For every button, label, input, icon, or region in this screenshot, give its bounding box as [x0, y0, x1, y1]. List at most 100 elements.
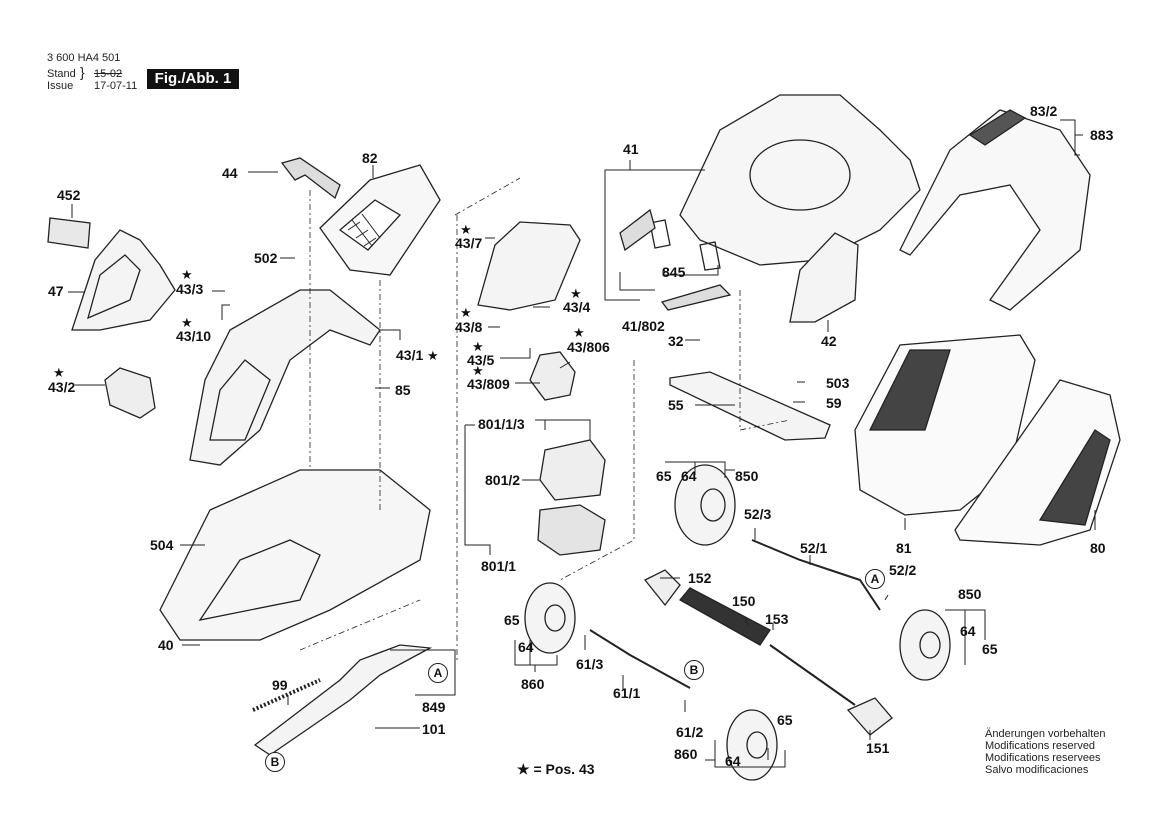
part-label-64-rear: 64 [960, 623, 976, 639]
part-845-clips [649, 219, 721, 271]
marker-a: A [865, 569, 885, 589]
figure-label: Fig./Abb. 1 [147, 69, 239, 89]
part-label-61-2: 61/2 [676, 724, 704, 740]
part-label-101: 101 [422, 721, 446, 737]
part-label-83-2: 83/2 [1030, 103, 1058, 119]
star-legend: ★ = Pos. 43 [517, 761, 595, 777]
part-label-80: 80 [1090, 540, 1106, 556]
star-icon: ★ [570, 286, 582, 301]
stand-value: 15-02 [94, 68, 123, 80]
part-label-151: 151 [866, 740, 890, 756]
stand-label: Stand [47, 68, 76, 80]
part-label-801-2: 801/2 [485, 472, 521, 488]
part-label-61-1: 61/1 [613, 685, 641, 701]
star-icon: ★ [181, 267, 193, 282]
part-label-59: 59 [826, 395, 842, 411]
part-label-801-1-3: 801/1/3 [478, 416, 525, 432]
wheel-860-right [726, 709, 778, 781]
part-label-40: 40 [158, 637, 174, 653]
part-150-roller [679, 587, 771, 646]
brace: } [80, 64, 85, 80]
part-label-502: 502 [254, 250, 278, 266]
part-label-65-right: 65 [777, 712, 793, 728]
part-151-end-cap [846, 697, 893, 736]
issue-value: 17-07-11 [94, 80, 138, 92]
part-883-handle [899, 109, 1091, 311]
part-label-503: 503 [826, 375, 850, 391]
star-icon: ★ [472, 339, 484, 354]
part-label-47: 47 [48, 283, 64, 299]
star-icon: ★ [573, 325, 585, 340]
part-label-43-10: 43/10 [176, 328, 212, 344]
part-label-43-8: 43/8 [455, 319, 483, 335]
part-label-65: 65 [656, 468, 672, 484]
issue-label: Issue [47, 80, 74, 92]
part-label-61-3: 61/3 [576, 656, 604, 672]
part-43-1-handle-upper [189, 289, 381, 466]
part-452-badge [47, 217, 91, 249]
part-61-1-axle [589, 629, 691, 689]
part-label-85: 85 [395, 382, 411, 398]
part-label-43-2: 43/2 [48, 379, 76, 395]
part-label-65-rear: 65 [982, 641, 998, 657]
part-83-2-grip [968, 109, 1027, 146]
part-80-box-side [954, 379, 1121, 546]
part-label-42: 42 [821, 333, 837, 349]
part-label-41: 41 [623, 141, 639, 157]
wheel-850-front [674, 464, 736, 546]
part-47-handle-cover [71, 229, 176, 331]
part-label-52-2: 52/2 [889, 562, 917, 578]
part-label-850: 850 [735, 468, 759, 484]
part-label-801-1: 801/1 [481, 558, 517, 574]
part-label-504: 504 [150, 537, 174, 553]
part-label-43-1: 43/1 [396, 347, 424, 363]
part-label-150: 150 [732, 593, 756, 609]
star-icon: ★ [472, 363, 484, 378]
assembly-lines [299, 177, 791, 660]
part-label-82: 82 [362, 150, 378, 166]
note-line: Änderungen vorbehalten [985, 728, 1106, 740]
note-line: Modifications reserved [985, 740, 1096, 752]
part-label-32: 32 [668, 333, 684, 349]
leader-lines [68, 119, 1096, 768]
star-icon: ★ [460, 305, 472, 320]
part-label-153: 153 [765, 611, 789, 627]
part-label-52-1: 52/1 [800, 540, 828, 556]
part-43-7-switch-housing [477, 221, 581, 311]
part-label-43-3: 43/3 [176, 281, 204, 297]
part-label-152: 152 [688, 570, 712, 586]
part-152-end-cap [643, 569, 681, 607]
marker-b: B [684, 660, 704, 680]
part-label-43-809: 43/809 [467, 376, 510, 392]
part-label-55: 55 [668, 397, 684, 413]
modifications-note: Änderungen vorbehalten Modifications res… [985, 728, 1105, 776]
part-label-99: 99 [272, 677, 288, 693]
part-label-65-left: 65 [504, 612, 520, 628]
part-label-64: 64 [681, 468, 697, 484]
part-label-860: 860 [521, 676, 545, 692]
part-label-452: 452 [57, 187, 81, 203]
part-label-64-left: 64 [518, 639, 534, 655]
marker-a: A [428, 663, 448, 683]
part-849-lever [253, 644, 433, 756]
note-line: Salvo modificaciones [985, 764, 1089, 776]
part-label-81: 81 [896, 540, 912, 556]
star-icon: ★ [460, 222, 472, 237]
part-99-spring [252, 678, 321, 712]
wheel-850-rear [899, 609, 951, 681]
document-number: 3 600 HA4 501 [47, 52, 121, 64]
part-43-806-switch [529, 351, 576, 401]
part-label-44: 44 [222, 165, 238, 181]
part-153-rod [769, 644, 856, 706]
wheel-860-left [524, 582, 576, 654]
part-41-upper-deck [679, 94, 921, 266]
part-label-52-3: 52/3 [744, 506, 772, 522]
part-label-43-4: 43/4 [563, 299, 591, 315]
part-42-guard [789, 232, 859, 323]
part-55-blade [669, 371, 831, 441]
part-label-64-right: 64 [725, 753, 741, 769]
part-41-802-flaps [619, 208, 732, 311]
part-label-41-802: 41/802 [622, 318, 665, 334]
part-label-43-806: 43/806 [567, 339, 610, 355]
